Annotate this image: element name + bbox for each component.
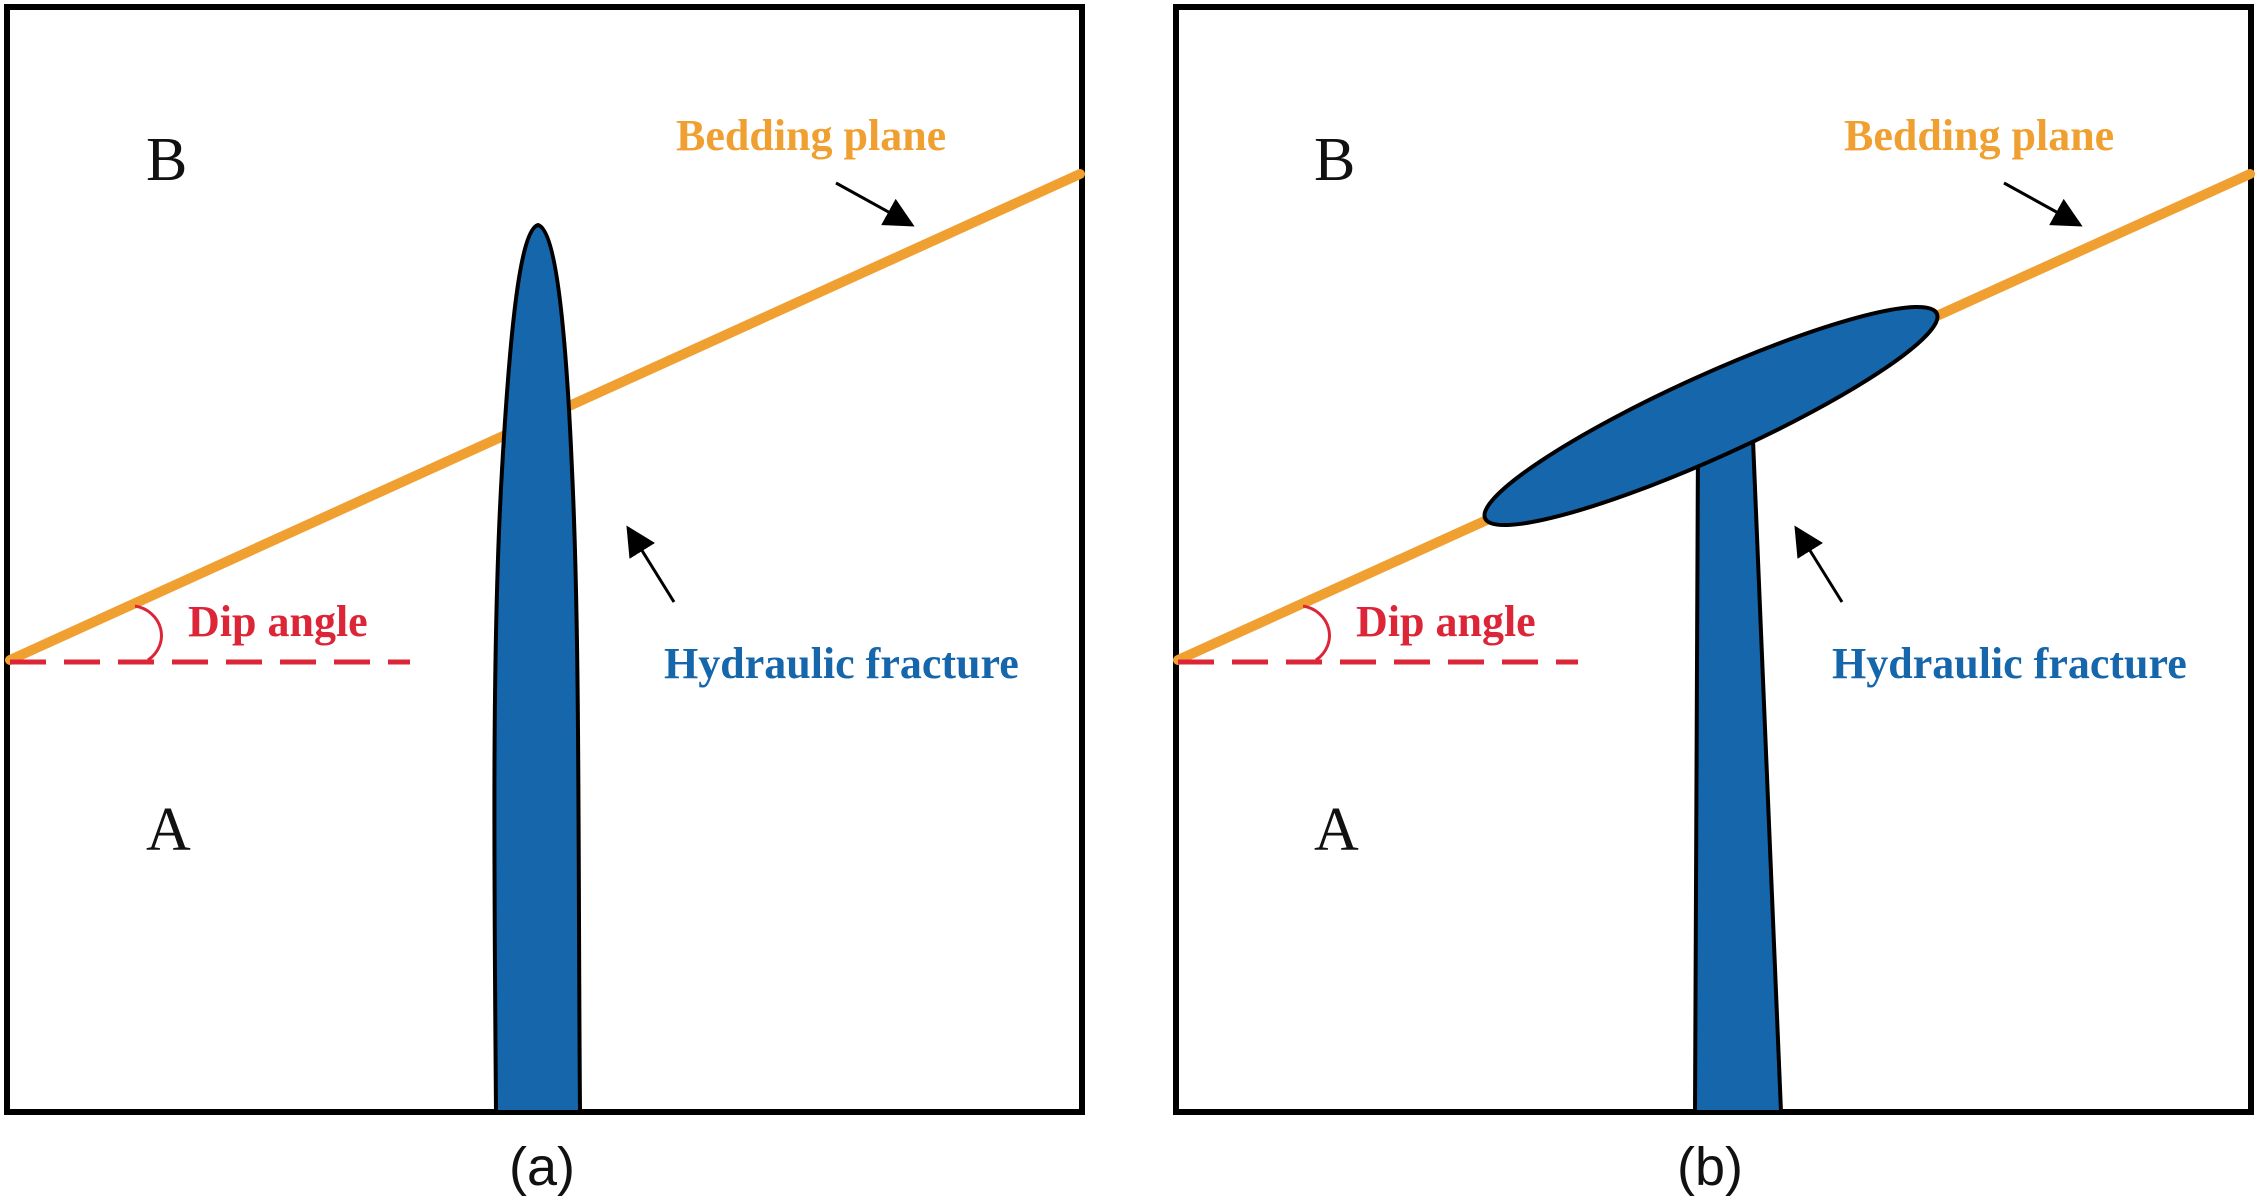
panel-b-bedding-arrow-icon	[2003, 181, 2083, 227]
panel-b-fracture-label: Hydraulic fracture	[1832, 639, 2187, 688]
panel-a-bedding-arrow-icon	[835, 181, 915, 227]
panel-b-caption: (b)	[1677, 1137, 1743, 1197]
panel-a-label-a: A	[146, 796, 191, 864]
panel-b-label-a: A	[1314, 796, 1359, 864]
panel-b-bedding-label: Bedding plane	[1844, 111, 2114, 160]
panel-a-fracture-label: Hydraulic fracture	[664, 639, 1019, 688]
panel-b-label-b: B	[1314, 126, 1355, 194]
panel-b-fracture-arrow-icon	[1794, 525, 1844, 603]
panel-b-hydraulic-fracture-branch	[1482, 304, 1940, 528]
panel-b-dip-label: Dip angle	[1356, 597, 1536, 646]
panel-a-bedding-label: Bedding plane	[676, 111, 946, 160]
panel-a-label-b: B	[146, 126, 187, 194]
panel-b: B A Bedding plane Hydraulic fracture Dip…	[1173, 4, 2255, 1197]
panel-a: B A Bedding plane Hydraulic fracture Dip…	[4, 4, 1085, 1197]
panel-a-hydraulic-fracture	[492, 222, 583, 1114]
panel-a-caption: (a)	[509, 1137, 575, 1197]
panel-b-dip-arc	[1302, 604, 1331, 662]
panel-a-dip-label: Dip angle	[188, 597, 368, 646]
panel-a-fracture-arrow-icon	[626, 525, 676, 603]
panel-a-dip-arc	[134, 604, 163, 662]
